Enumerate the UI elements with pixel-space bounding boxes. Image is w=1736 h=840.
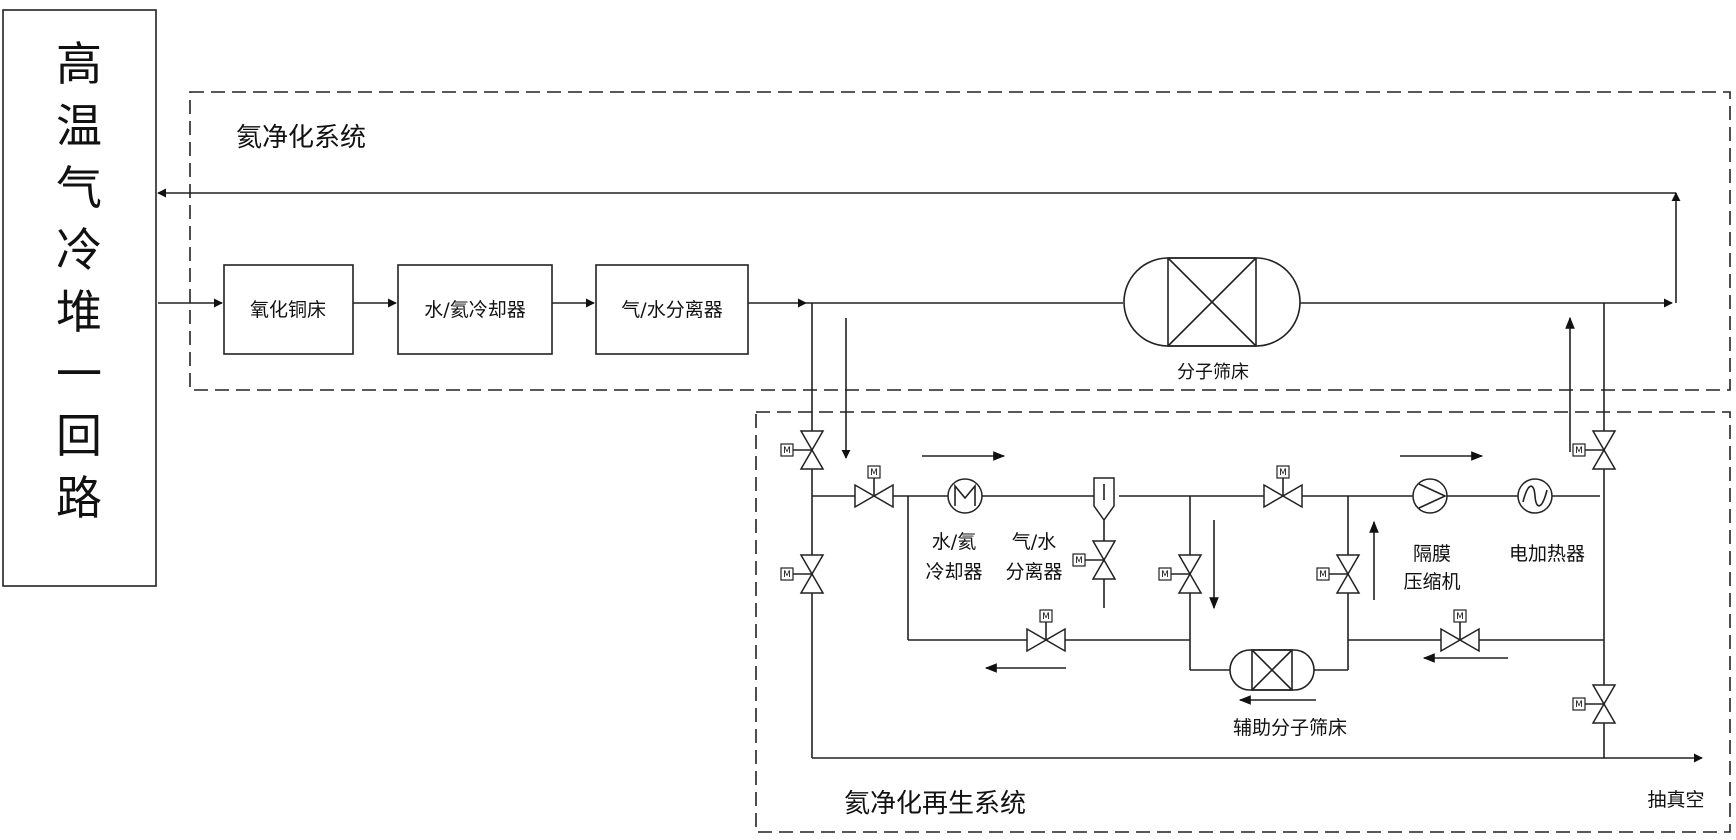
aux-water-helium-cooler: 水/氦 冷却器 [925, 478, 983, 583]
reactor-label: 高温气冷堆一回路 [56, 37, 102, 525]
svg-text:水/氦冷却器: 水/氦冷却器 [424, 299, 525, 321]
svg-text:分离器: 分离器 [1005, 561, 1062, 583]
reactor-primary-loop: 高温气冷堆一回路 [2, 9, 157, 587]
valve: M [854, 465, 894, 509]
valve-actuator-label: M [783, 570, 791, 580]
valve: M [1263, 465, 1303, 509]
gas-water-separator: 气/水分离器 [595, 264, 749, 355]
aux-molecular-sieve-bed: 辅助分子筛床 [1229, 649, 1347, 739]
valve-actuator-label: M [1319, 570, 1327, 580]
valve: M [1440, 609, 1480, 653]
membrane-compressor: 隔膜 压缩机 [1403, 478, 1461, 593]
valve-actuator-label: M [783, 446, 791, 456]
valve: M [1072, 540, 1117, 580]
svg-text:压缩机: 压缩机 [1403, 571, 1460, 593]
aux-gas-water-separator: 气/水 分离器 [1005, 477, 1115, 583]
valve-actuator-label: M [1161, 570, 1169, 580]
regeneration-system-title: 氦净化再生系统 [844, 789, 1026, 819]
svg-text:分子筛床: 分子筛床 [1177, 362, 1249, 383]
svg-text:气/水: 气/水 [1012, 531, 1056, 553]
svg-text:水/氦: 水/氦 [932, 531, 976, 553]
valve: M [780, 430, 825, 470]
purification-system-title: 氦净化系统 [236, 123, 366, 153]
valve-actuator-label: M [1042, 612, 1050, 622]
svg-text:辅助分子筛床: 辅助分子筛床 [1233, 717, 1347, 739]
valve: M [1316, 554, 1361, 594]
svg-text:电加热器: 电加热器 [1509, 543, 1585, 565]
svg-text:氧化铜床: 氧化铜床 [250, 299, 326, 321]
purification-system-boundary [189, 91, 1731, 391]
valve-actuator-label: M [1279, 468, 1287, 478]
svg-text:气/水分离器: 气/水分离器 [621, 299, 722, 321]
water-helium-cooler: 水/氦冷却器 [397, 264, 553, 355]
flow-arrows [922, 316, 1575, 705]
valve: M [1026, 609, 1066, 653]
valve-actuator-label: M [1575, 446, 1583, 456]
svg-text:隔膜: 隔膜 [1413, 543, 1451, 565]
valve-actuator-label: M [1575, 700, 1583, 710]
molecular-sieve-bed: 分子筛床 [1123, 257, 1301, 383]
valve: M [1572, 684, 1617, 724]
vacuum-label: 抽真空 [1647, 789, 1704, 811]
electric-heater: 电加热器 [1509, 478, 1585, 565]
valves: M M M M M M M M M M M [780, 430, 1617, 724]
valve-actuator-label: M [1456, 612, 1464, 622]
regeneration-system-boundary [755, 411, 1731, 833]
valve: M [1572, 430, 1617, 470]
valve-actuator-label: M [870, 468, 878, 478]
copper-oxide-bed: 氧化铜床 [223, 264, 354, 355]
main-flow-lines [157, 188, 1681, 308]
valve-actuator-label: M [1075, 556, 1083, 566]
valve: M [780, 554, 825, 594]
svg-text:冷却器: 冷却器 [925, 561, 982, 583]
valve: M [1158, 554, 1203, 594]
